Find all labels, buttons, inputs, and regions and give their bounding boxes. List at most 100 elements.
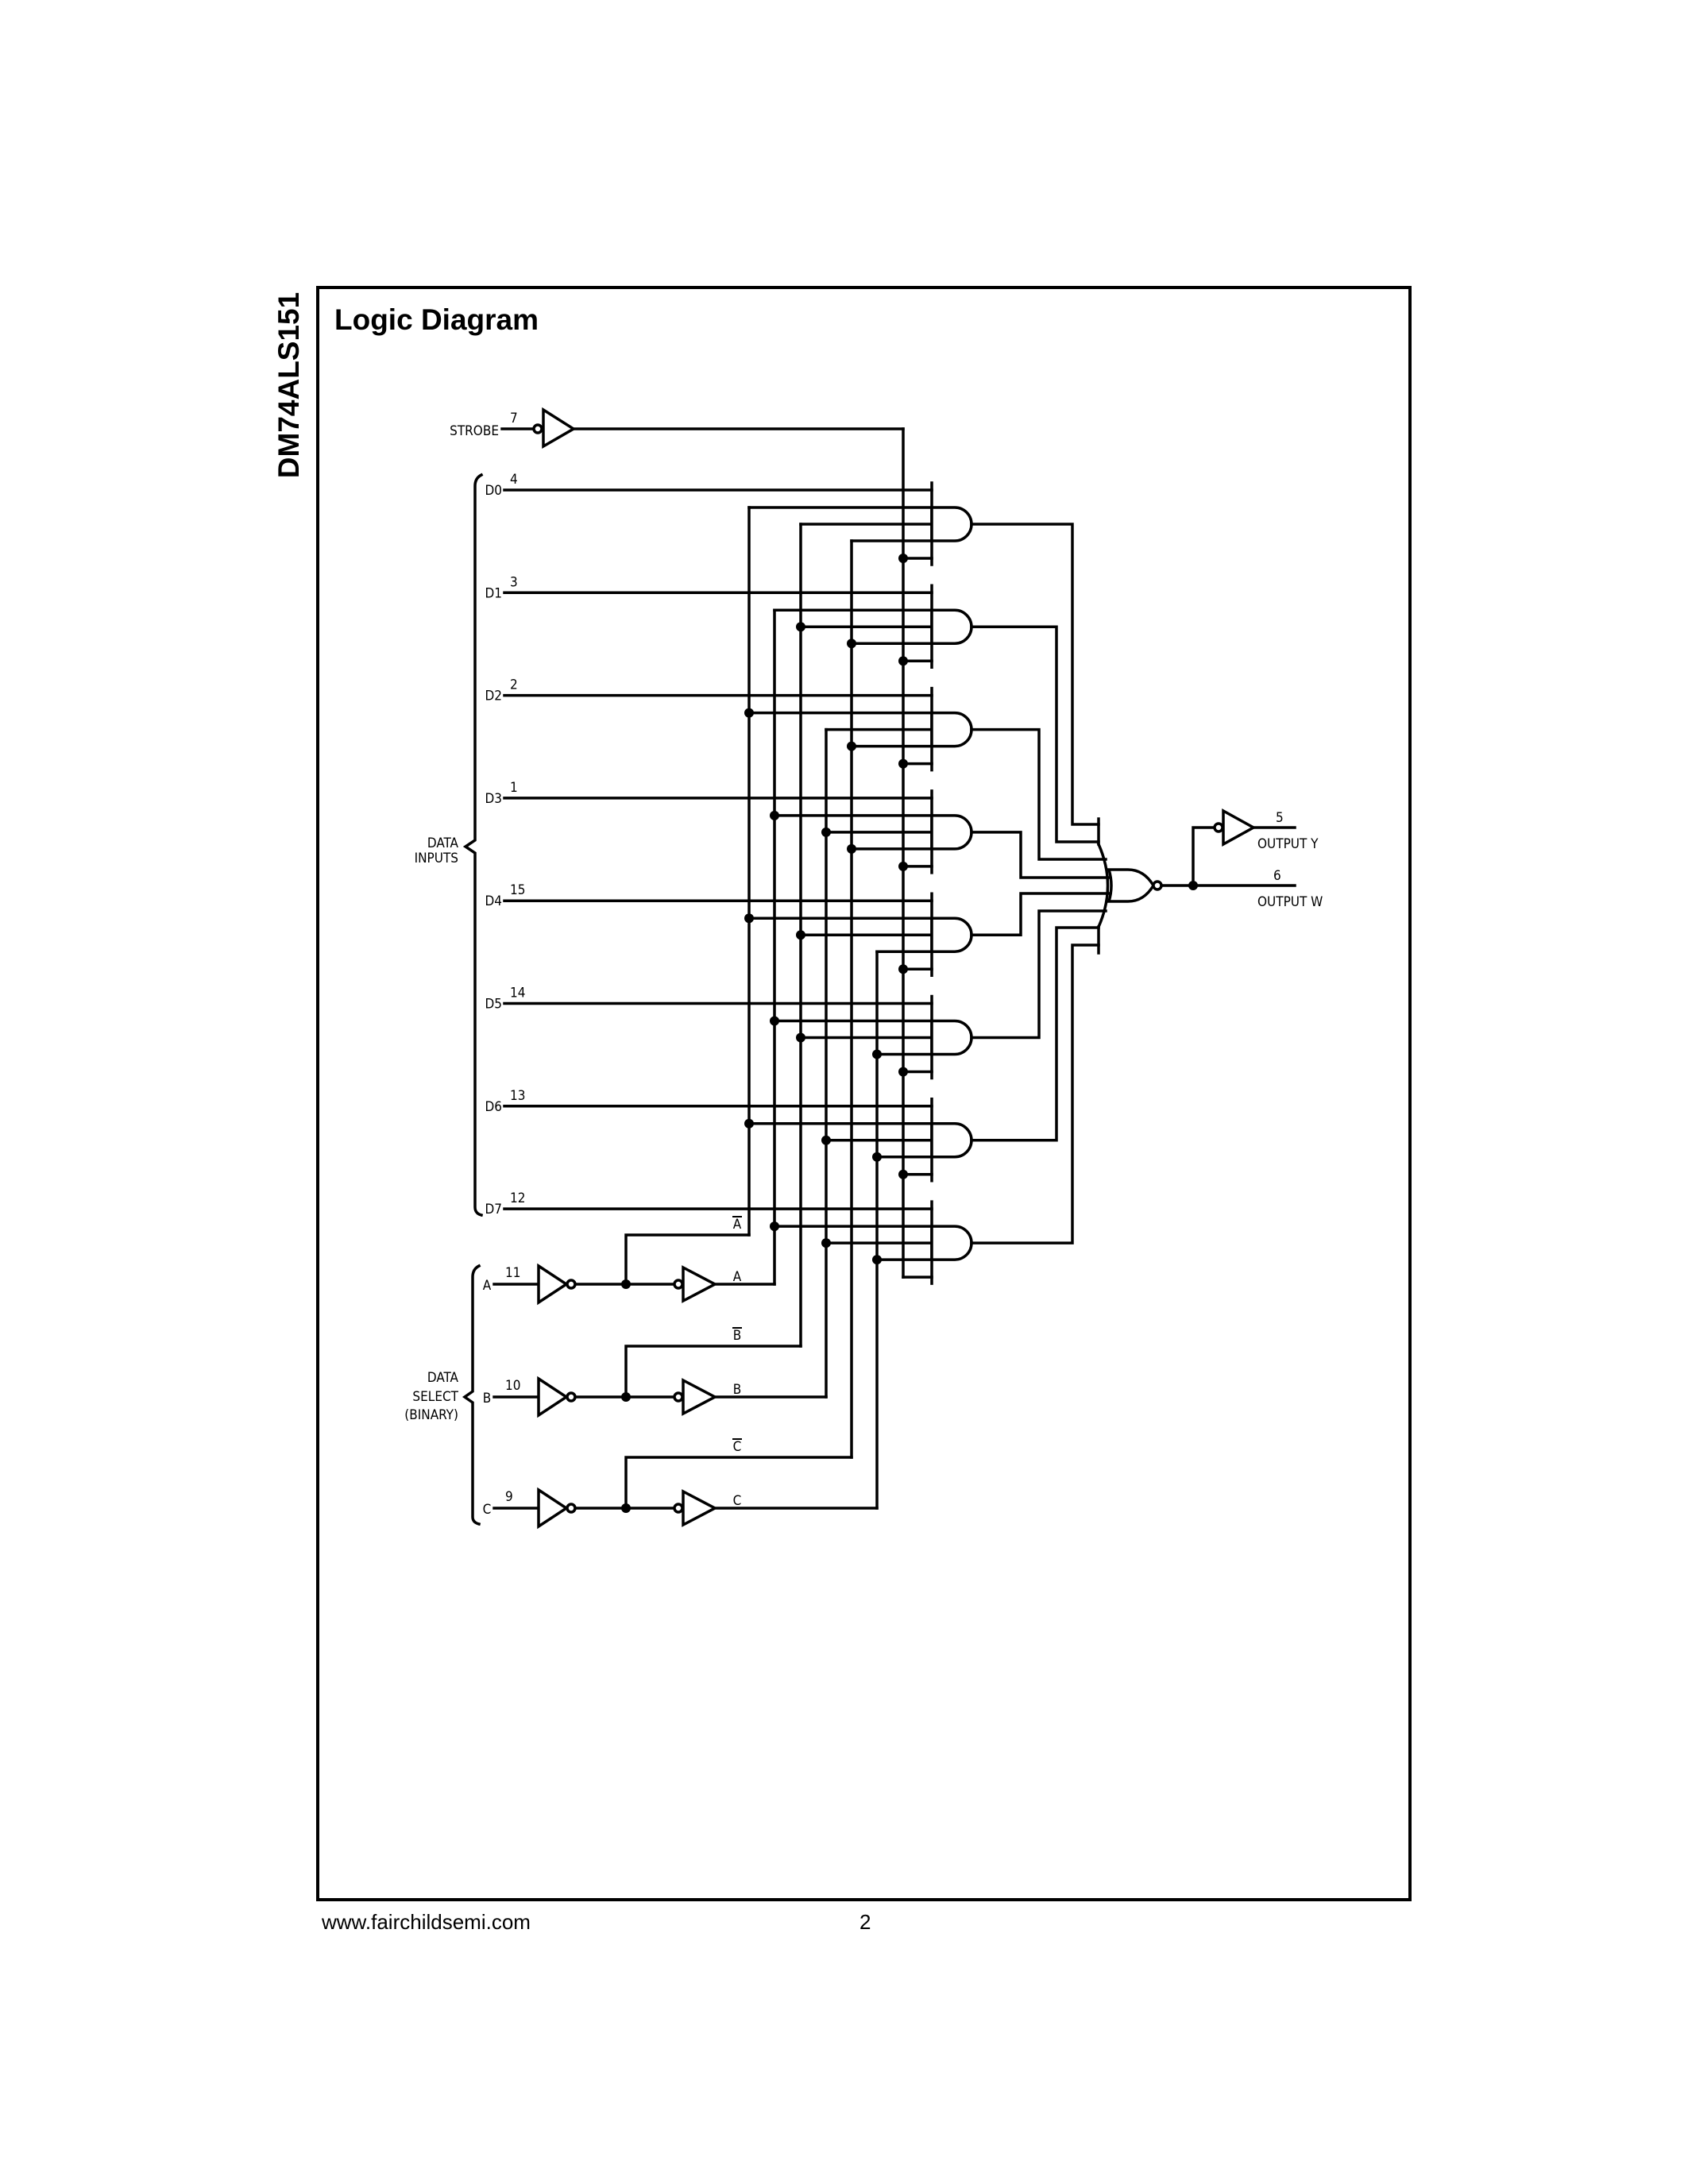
select-complement-line [624, 1456, 853, 1510]
output-y-pin-number: 5 [1276, 810, 1284, 826]
data-input-label: D0 [485, 483, 502, 499]
junction-dot [821, 827, 831, 837]
select-complement-label: B [733, 1328, 742, 1344]
select-input-pin-number: 11 [505, 1265, 520, 1281]
select-input-label: C [483, 1502, 492, 1518]
data-select-label: SELECT [412, 1389, 458, 1405]
buffer-gate-icon [682, 1265, 718, 1303]
figure-frame [316, 286, 1412, 1901]
strobe-label: STROBE [450, 423, 499, 439]
junction-dot [744, 1118, 754, 1129]
side-title: DM74ALS151 [272, 292, 305, 478]
data-input-label: D6 [485, 1099, 502, 1115]
data-input-pin-number: 3 [510, 574, 518, 590]
data-input-pin-number: 13 [510, 1088, 525, 1104]
junction-dot [744, 913, 754, 924]
and-output-wire [970, 943, 1100, 1244]
buffer-gate-icon [682, 1378, 718, 1416]
select-input-label: B [483, 1391, 492, 1406]
select-complement-line [624, 1345, 802, 1399]
buffer-gate-icon [682, 1489, 718, 1527]
inversion-bubble-icon [673, 1279, 684, 1290]
junction-dot [744, 708, 754, 718]
data-input-label: D2 [485, 689, 502, 704]
junction-dot [898, 656, 908, 666]
data-input-label: D3 [485, 791, 502, 807]
data-input-pin-number: 15 [510, 882, 525, 898]
data-input-pin-number: 2 [510, 677, 518, 693]
and-gate-icon [930, 814, 973, 851]
junction-dot [898, 1067, 908, 1077]
and-output-wire [970, 625, 1100, 843]
select-complement-line [624, 1233, 751, 1286]
data-select-label: DATA [427, 1370, 459, 1386]
data-input-pin-number: 12 [510, 1190, 525, 1206]
data-input-label: D1 [485, 585, 502, 601]
junction-dot [821, 1135, 831, 1145]
inverter-gate-icon [537, 1263, 570, 1306]
select-true-label: A [733, 1269, 742, 1285]
data-input-label: D5 [485, 997, 502, 1013]
inversion-bubble-icon [673, 1391, 684, 1403]
data-input-pin-number: 14 [510, 986, 525, 1001]
select-complement-label: A [733, 1217, 742, 1233]
strobe-pin-number: 7 [510, 411, 518, 426]
nor-gate-back [1096, 842, 1110, 929]
and-gate-icon [930, 711, 973, 748]
data-input-label: D7 [485, 1202, 502, 1217]
select-true-label: B [733, 1382, 742, 1398]
output-y-label: OUTPUT Y [1257, 836, 1319, 852]
inversion-bubble-icon [673, 1503, 684, 1514]
and-gate-icon [930, 608, 973, 646]
select-true-label: C [733, 1493, 742, 1509]
data-inputs-label: DATA [427, 835, 459, 851]
junction-dot [821, 1238, 831, 1248]
inversion-bubble-icon [1213, 822, 1224, 833]
junction-dot [770, 810, 779, 820]
output-w-label: OUTPUT W [1257, 894, 1323, 910]
select-complement-label: C [733, 1439, 742, 1455]
junction-dot [898, 758, 908, 769]
junction-dot [898, 964, 908, 974]
data-inputs-brace [462, 473, 484, 1217]
junction-dot [872, 1255, 882, 1265]
buffer-gate-icon [1222, 808, 1257, 847]
junction-dot [898, 861, 908, 871]
nor-gate-icon [1107, 868, 1156, 903]
page-number: 2 [859, 1910, 871, 1934]
data-input-label: D4 [485, 893, 502, 909]
and-gate-icon [930, 1019, 973, 1056]
junction-dot [847, 741, 856, 751]
junction-dot [847, 639, 856, 649]
and-gate-icon [930, 1122, 973, 1159]
data-select-label: (BINARY) [404, 1407, 458, 1423]
inverter-gate-icon [537, 1487, 570, 1530]
inverter-gate-icon [537, 1376, 570, 1418]
output-y-branch [1192, 826, 1216, 887]
junction-dot [898, 1169, 908, 1179]
and-output-wire [970, 727, 1107, 861]
and-output-wire [970, 926, 1100, 1142]
select-input-pin-number: 10 [505, 1378, 520, 1394]
junction-dot [796, 622, 805, 632]
inversion-bubble-icon [532, 423, 543, 434]
junction-dot [847, 843, 856, 854]
and-output-wire [970, 892, 1111, 936]
junction-dot [770, 1016, 779, 1026]
and-output-wire [970, 909, 1107, 1040]
section-title: Logic Diagram [334, 303, 539, 336]
data-inputs-label: INPUTS [415, 851, 458, 866]
select-input-label: A [483, 1278, 492, 1294]
junction-dot [872, 1049, 882, 1059]
data-select-brace [462, 1264, 481, 1526]
junction-dot [770, 1221, 779, 1232]
footer-url[interactable]: www.fairchildsemi.com [321, 1910, 531, 1934]
output-w-pin-number: 6 [1273, 868, 1281, 884]
junction-dot [872, 1152, 882, 1162]
and-gate-icon [930, 1225, 973, 1261]
and-gate-icon [930, 916, 973, 953]
data-input-pin-number: 1 [510, 780, 518, 796]
and-gate-icon [930, 506, 973, 542]
junction-dot [796, 930, 805, 940]
